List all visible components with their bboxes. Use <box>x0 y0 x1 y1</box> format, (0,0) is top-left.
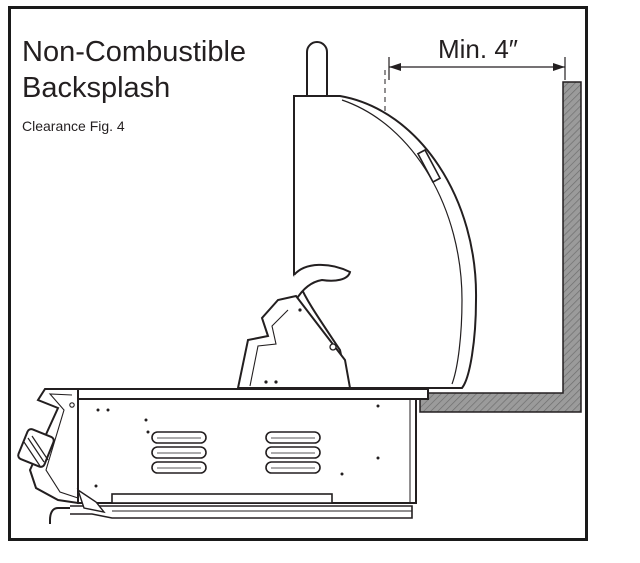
vent-louvers-left <box>151 431 207 474</box>
backsplash-wall <box>419 81 582 413</box>
bottom-rail <box>70 505 413 519</box>
title-line-2: Backsplash <box>22 72 171 104</box>
front-foot <box>49 507 70 524</box>
rail-latch <box>76 488 106 514</box>
title-line-1: Non-Combustible <box>22 36 247 68</box>
burner-knob <box>17 428 55 468</box>
hinge-bracket <box>236 294 352 389</box>
hinge-screw <box>274 380 278 384</box>
lid-handle <box>306 41 328 96</box>
body-rivets <box>94 404 380 488</box>
grill-body <box>77 398 417 504</box>
lid-front-lip <box>293 263 352 301</box>
hinge-screw <box>264 380 268 384</box>
clearance-dimension-label: Min. 4″ <box>438 34 519 64</box>
grill-top-rim <box>77 388 429 400</box>
vent-louvers-right <box>265 431 321 474</box>
lid-inner-curve <box>341 99 463 385</box>
hinge-bracket-inner <box>249 309 289 387</box>
drip-tray <box>111 493 333 504</box>
hinge-pivot <box>329 343 337 351</box>
clearance-dimension <box>388 57 566 80</box>
figure-caption: Clearance Fig. 4 <box>22 118 125 134</box>
control-panel-inner <box>45 393 79 499</box>
lid-vent-tab <box>416 148 442 184</box>
control-panel-screw <box>69 402 75 408</box>
hinge-screw <box>298 308 302 312</box>
figure-title: Non-Combustible Backsplash <box>22 34 246 106</box>
